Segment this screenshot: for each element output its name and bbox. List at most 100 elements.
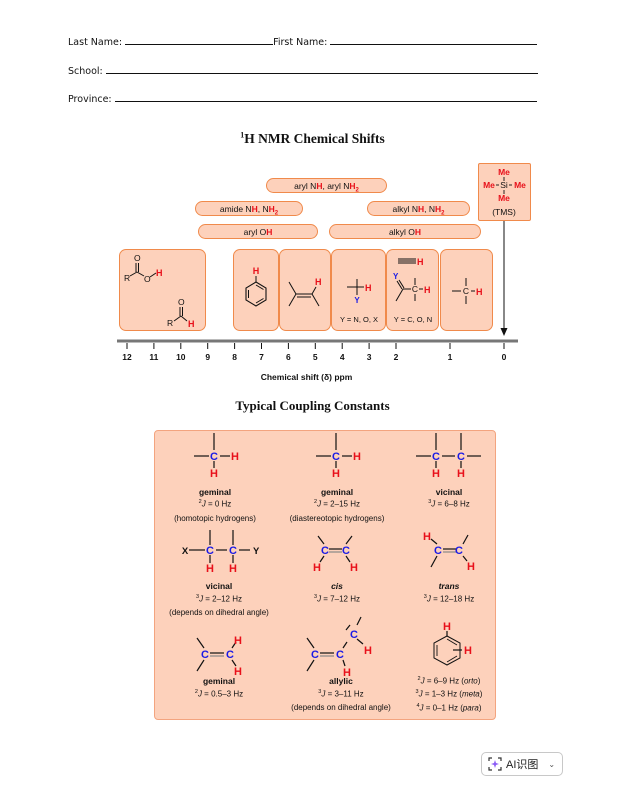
aromatic-j-para: 4J = 0–1 Hz (para) bbox=[416, 703, 482, 713]
svg-text:H: H bbox=[417, 257, 424, 267]
y-nox-label: Y = N, O, X bbox=[339, 315, 377, 324]
range-aryl-oh: aryl OH bbox=[198, 224, 318, 239]
svg-text:H: H bbox=[234, 635, 242, 647]
axis-tick-label: 8 bbox=[232, 352, 237, 362]
svg-text:H: H bbox=[206, 563, 214, 575]
range-amide-nh: amide NH, NH2 bbox=[195, 201, 303, 217]
svg-text:C: C bbox=[321, 545, 329, 557]
axis-tick-label: 2 bbox=[393, 352, 399, 362]
svg-text:O: O bbox=[144, 274, 151, 284]
last-name-label: Last Name: bbox=[68, 37, 123, 48]
heteroatom-ch-structure: H Y Y = N, O, X bbox=[339, 278, 378, 324]
coupling-j: 2J = 0 Hz bbox=[198, 499, 232, 509]
svg-text:C: C bbox=[311, 649, 319, 661]
svg-text:R: R bbox=[124, 273, 130, 283]
coupling-name: trans bbox=[438, 581, 460, 591]
svg-text:R: R bbox=[167, 318, 173, 328]
last-name-field[interactable] bbox=[125, 35, 274, 45]
axis-tick-label: 10 bbox=[176, 352, 186, 362]
coupling-j: 3J = 2–12 Hz bbox=[196, 594, 242, 604]
coupling-j: 2J = 0.5–3 Hz bbox=[194, 689, 244, 699]
box-carboxylic-aldehyde: R O O H R O H bbox=[119, 249, 206, 331]
ai-recognize-label: AI识图 bbox=[506, 759, 539, 771]
axis-tick-label: 11 bbox=[149, 352, 159, 362]
school-field[interactable] bbox=[105, 64, 538, 74]
svg-text:H: H bbox=[464, 645, 472, 657]
coupling-note: (depends on dihedral angle) bbox=[169, 608, 269, 617]
carboxylic-acid-aldehyde-structures: R O O H R O H bbox=[124, 253, 195, 329]
svg-text:H: H bbox=[343, 667, 351, 679]
y-con-label: Y = C, O, N bbox=[393, 315, 431, 324]
svg-text:C: C bbox=[350, 629, 358, 641]
svg-text:H: H bbox=[350, 562, 358, 574]
svg-text:H: H bbox=[252, 266, 259, 276]
axis-tick-label: 5 bbox=[312, 352, 318, 362]
coupling-j: 3J = 12–18 Hz bbox=[423, 594, 475, 604]
nmr-title-text: H NMR Chemical Shifts bbox=[244, 131, 385, 146]
svg-text:H: H bbox=[364, 645, 372, 657]
svg-text:H: H bbox=[315, 277, 322, 287]
coupling-j: 3J = 6–8 Hz bbox=[428, 499, 470, 509]
svg-text:Y: Y bbox=[253, 546, 260, 557]
axis-tick-label: 12 bbox=[122, 352, 132, 362]
benzene-structure: H bbox=[244, 266, 267, 307]
ai-recognize-button[interactable]: AI识图 ⌄ bbox=[481, 752, 563, 776]
coupling-j: 2J = 2–15 Hz bbox=[314, 499, 360, 509]
coupling-title: Typical Coupling Constants bbox=[235, 398, 390, 413]
svg-text:H: H bbox=[229, 563, 237, 575]
axis-tick-label: 7 bbox=[259, 352, 264, 362]
coupling-structures: C H H C H H C C H H X C C Y H H C C H H … bbox=[182, 433, 481, 679]
coupling-name: vicinal bbox=[435, 487, 463, 497]
tms-me-left: Me bbox=[483, 180, 495, 190]
nmr-axis bbox=[117, 221, 518, 349]
svg-text:C: C bbox=[206, 545, 214, 557]
alkene-structure: H bbox=[288, 277, 322, 306]
svg-text:H: H bbox=[476, 287, 483, 297]
school-label: School: bbox=[68, 66, 103, 77]
axis-tick-label: 1 bbox=[447, 352, 453, 362]
alkyl-ch-structure: C H bbox=[451, 277, 483, 304]
province-field[interactable] bbox=[114, 92, 537, 102]
svg-text:H: H bbox=[467, 561, 475, 573]
svg-text:H: H bbox=[432, 468, 440, 480]
svg-text:C: C bbox=[201, 649, 209, 661]
first-name-field[interactable] bbox=[330, 35, 538, 45]
tms-structure: Me Me Si Me Me (TMS) bbox=[483, 167, 526, 217]
tms-me-bottom: Me bbox=[498, 193, 510, 203]
svg-text:C: C bbox=[462, 286, 468, 296]
acid-h: H bbox=[156, 268, 163, 278]
last-name-row: Last Name: First Name: bbox=[68, 35, 538, 48]
axis-tick-label: 4 bbox=[339, 352, 345, 362]
coupling-note: (diastereotopic hydrogens) bbox=[289, 514, 385, 523]
sparkle-scan-icon bbox=[488, 757, 502, 771]
tms-box: Me Me Si Me Me (TMS) bbox=[478, 163, 531, 221]
svg-text:H: H bbox=[457, 468, 465, 480]
allylic-alkyne-structure: H Y C H Y = C, O, N bbox=[393, 257, 432, 324]
box-alkene: H bbox=[279, 249, 331, 331]
box-aromatic: H bbox=[233, 249, 279, 331]
box-allylic-alkyne: H Y C H Y = C, O, N bbox=[386, 249, 439, 331]
svg-text:O: O bbox=[134, 253, 141, 263]
coupling-name: geminal bbox=[198, 487, 232, 497]
tms-arrow-head bbox=[500, 328, 508, 336]
coupling-note: (homotopic hydrogens) bbox=[174, 514, 256, 523]
svg-text:C: C bbox=[229, 545, 237, 557]
svg-text:H: H bbox=[234, 666, 242, 678]
svg-text:O: O bbox=[178, 297, 185, 307]
svg-text:Y: Y bbox=[354, 296, 360, 305]
coupling-j: 3J = 3–11 Hz bbox=[318, 689, 364, 699]
range-alkyl-nh: alkyl NH, NH2 bbox=[367, 201, 470, 217]
svg-text:H: H bbox=[424, 285, 431, 295]
range-alkyl-oh: alkyl OH bbox=[329, 224, 481, 239]
nmr-title: 1H NMR Chemical Shifts bbox=[0, 131, 625, 147]
tms-si: Si bbox=[500, 180, 508, 190]
coupling-note: (depends on dihedral angle) bbox=[291, 703, 391, 712]
svg-text:H: H bbox=[353, 451, 361, 463]
svg-text:H: H bbox=[313, 562, 321, 574]
axis-tick-label: 9 bbox=[205, 352, 211, 362]
axis-label: Chemical shift (δ) ppm bbox=[260, 372, 353, 382]
svg-text:H: H bbox=[210, 468, 218, 480]
svg-text:C: C bbox=[336, 649, 344, 661]
aromatic-j-meta: 3J = 1–3 Hz (meta) bbox=[415, 689, 483, 699]
svg-text:C: C bbox=[332, 451, 340, 463]
